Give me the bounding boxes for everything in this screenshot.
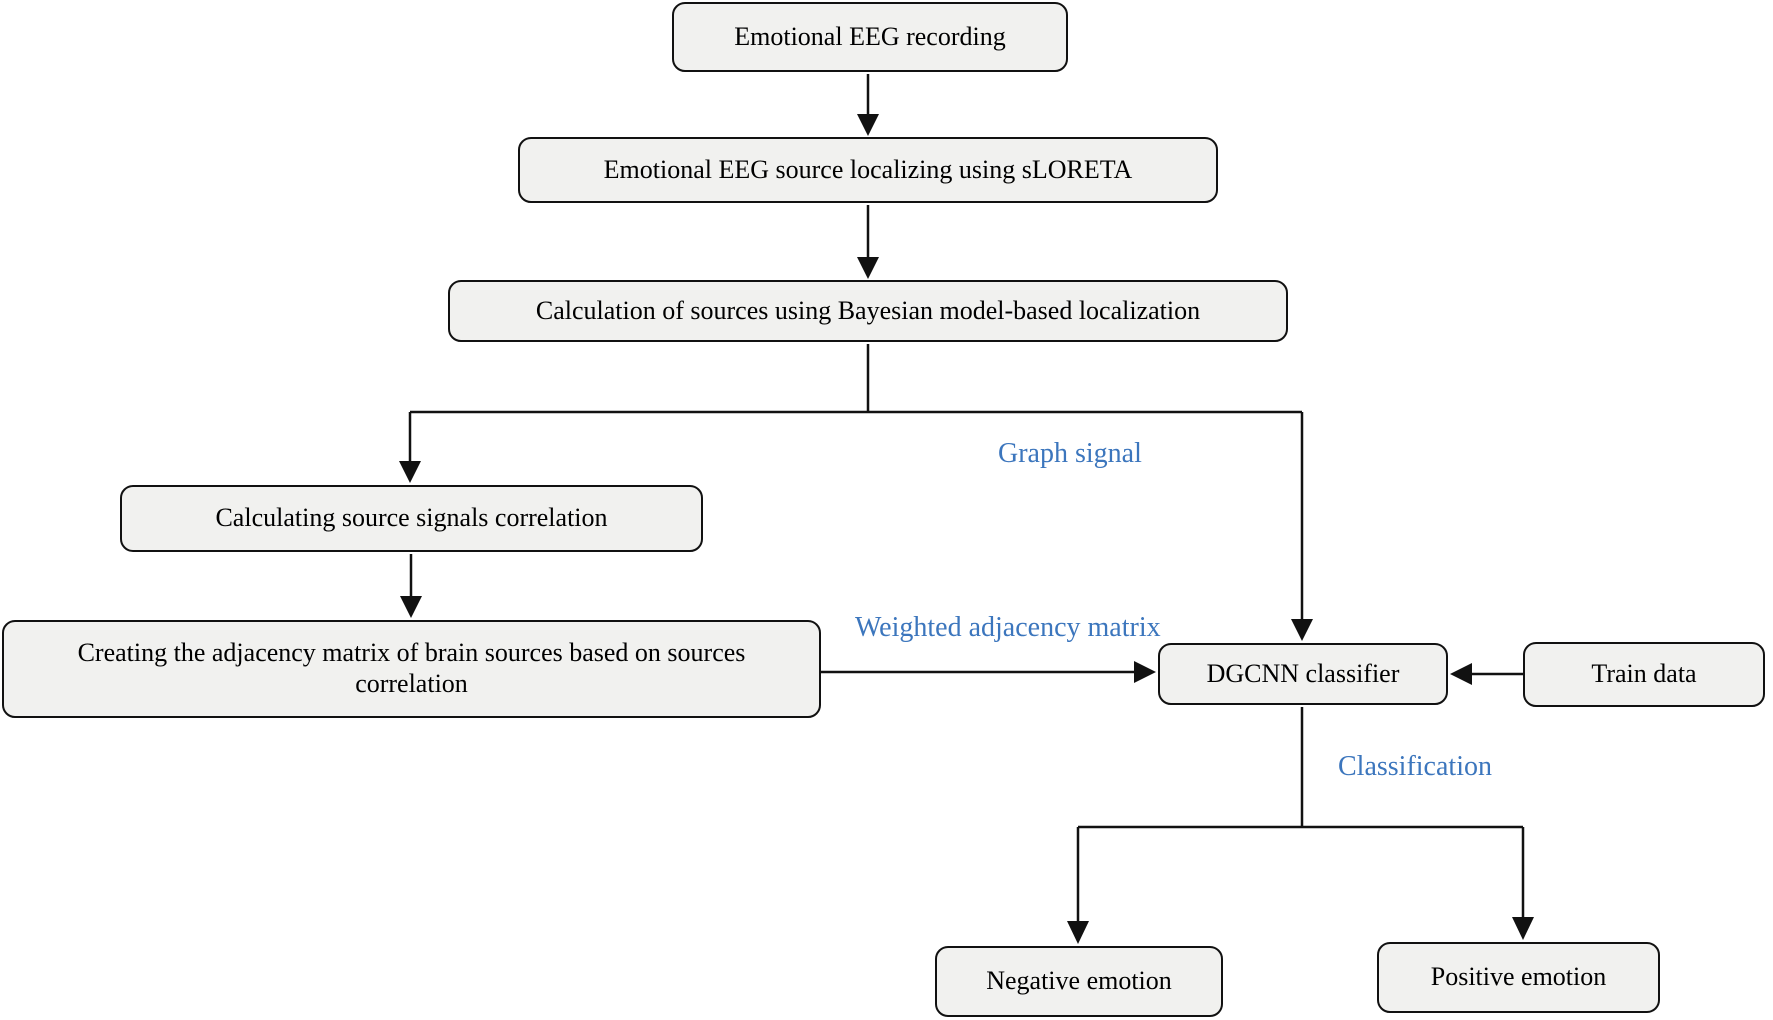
edge-label-weighted-adjacency-matrix: Weighted adjacency matrix: [855, 612, 1161, 643]
arrowhead-to-positive: [1512, 917, 1534, 940]
arrowhead-to-dgcnn-right: [1450, 663, 1472, 685]
arrowhead-to-dgcnn-top: [1291, 619, 1313, 641]
node-source-signals-correlation: Calculating source signals correlation: [120, 485, 703, 552]
edge-bayesian-branch: [408, 344, 1304, 620]
node-negative-emotion: Negative emotion: [935, 946, 1223, 1017]
arrowhead-to-correlation: [399, 461, 421, 483]
node-source-localizing-sloreta: Emotional EEG source localizing using sL…: [518, 137, 1218, 203]
node-dgcnn-classifier: DGCNN classifier: [1158, 643, 1448, 705]
arrowhead-to-negative: [1067, 921, 1089, 944]
node-adjacency-matrix-creation: Creating the adjacency matrix of brain s…: [2, 620, 821, 718]
node-train-data: Train data: [1523, 642, 1765, 707]
node-bayesian-localization: Calculation of sources using Bayesian mo…: [448, 280, 1288, 342]
edge-label-classification: Classification: [1338, 751, 1492, 782]
arrowhead-to-dgcnn-left: [1134, 661, 1156, 683]
arrowhead-to-bayesian: [857, 257, 879, 279]
edge-classification-branch: [1076, 707, 1525, 923]
node-emotional-eeg-recording: Emotional EEG recording: [672, 2, 1068, 72]
edge-label-graph-signal: Graph signal: [998, 438, 1142, 469]
arrowhead-to-localizing: [857, 114, 879, 136]
node-positive-emotion: Positive emotion: [1377, 942, 1660, 1013]
arrowhead-to-adjacency: [400, 596, 422, 618]
